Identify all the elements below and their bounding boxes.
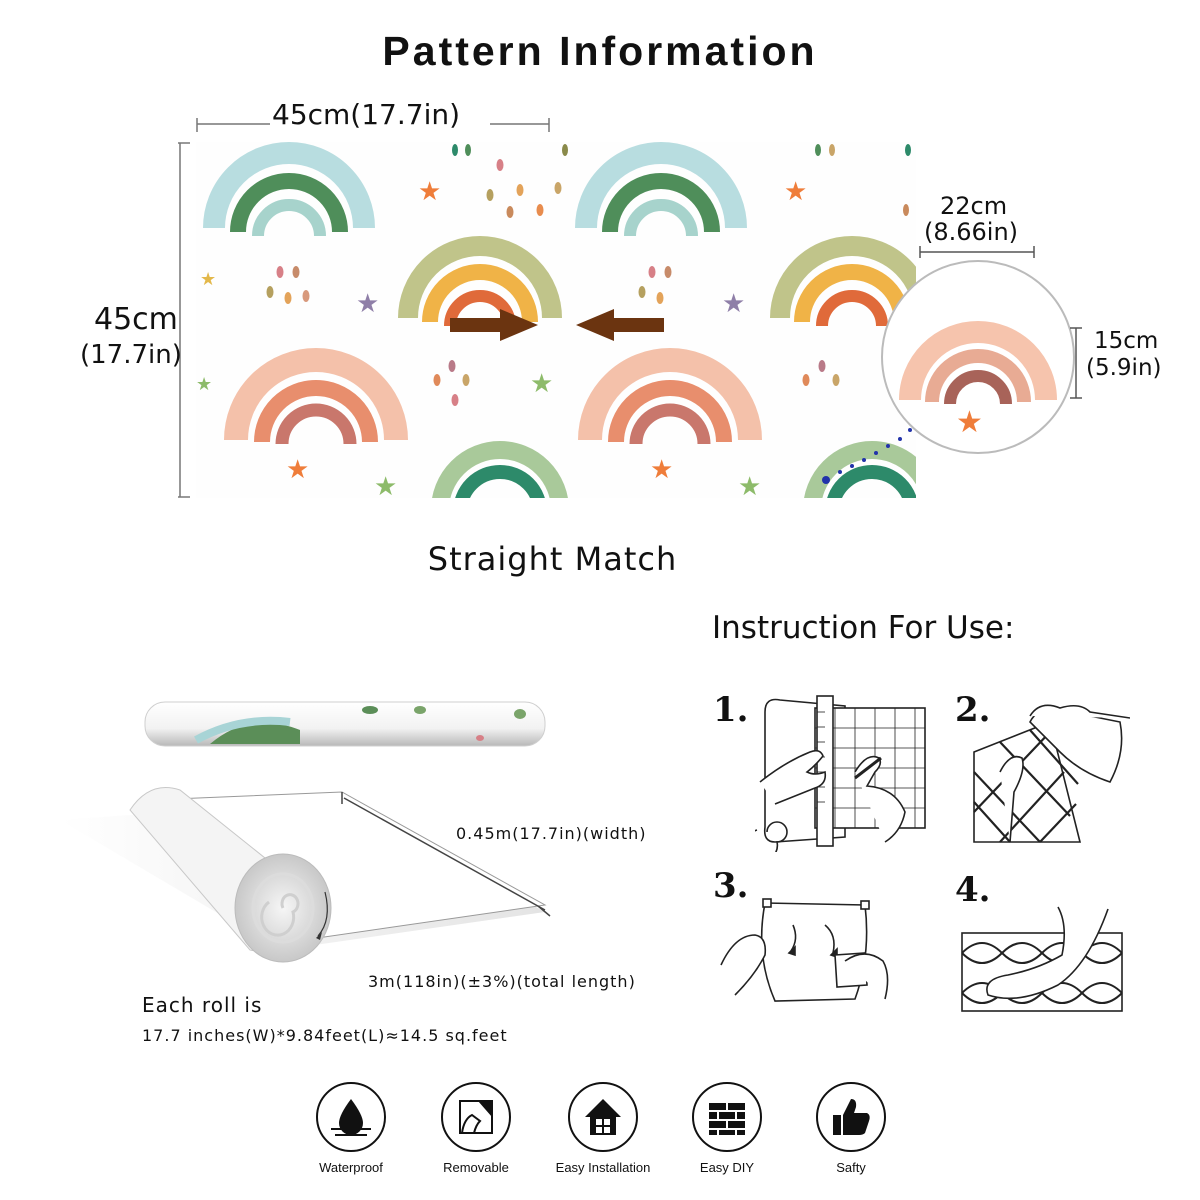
step-3-illustration [720, 898, 889, 1002]
height-bracket [178, 142, 190, 498]
rainbow-teal-2 [575, 142, 747, 237]
pattern-height-in: (17.7in) [80, 340, 182, 370]
closed-roll [144, 701, 546, 747]
pattern-preview: ★ ★ ★ ★ ★ ★ ★ ★ ★ ★ ★ [178, 118, 1082, 502]
stars: ★ ★ ★ ★ ★ ★ ★ ★ ★ ★ ★ [196, 177, 807, 502]
width-bracket [196, 118, 550, 132]
feature-easy-diy: Easy DIY [667, 1082, 787, 1175]
brick-wall-icon [692, 1082, 762, 1152]
peel-hand-icon [441, 1082, 511, 1152]
svg-text:★: ★ [956, 405, 983, 440]
rainbow-peach-2 [578, 348, 762, 445]
drops [266, 144, 911, 406]
svg-text:★: ★ [418, 177, 441, 207]
thumbs-up-icon [816, 1082, 886, 1152]
step-1-illustration [755, 695, 926, 852]
svg-text:★: ★ [784, 177, 807, 207]
feature-removable-label: Removable [443, 1160, 509, 1175]
svg-text:★: ★ [722, 289, 745, 319]
detail-width-cm: 22cm [940, 192, 1008, 220]
detail-width-bracket [919, 246, 1035, 258]
svg-text:★: ★ [650, 455, 673, 485]
rainbow-olive-2 [770, 236, 916, 327]
open-roll [60, 787, 551, 963]
house-icon [568, 1082, 638, 1152]
pattern-width-label: 45cm(17.7in) [272, 98, 461, 131]
rainbow-green-2 [804, 441, 916, 498]
svg-text:★: ★ [286, 455, 309, 485]
roll-width-label: 0.45m(17.7in)(width) [456, 824, 647, 843]
detail-width-in: (8.66in) [924, 218, 1019, 246]
rainbow-pattern: ★ ★ ★ ★ ★ ★ ★ ★ ★ ★ ★ [196, 142, 916, 502]
step-2-illustration [973, 704, 1130, 843]
rainbow-teal-1 [203, 142, 375, 237]
roll-illustration [60, 701, 551, 963]
roll-spec-label: 17.7 inches(W)*9.84feet(L)≈14.5 sq.feet [142, 1026, 508, 1045]
feature-easy-diy-label: Easy DIY [699, 1160, 755, 1175]
svg-text:★: ★ [374, 472, 397, 502]
step-1-number: 1. [713, 690, 749, 730]
step-4-illustration [961, 906, 1123, 1012]
svg-text:★: ★ [530, 369, 553, 399]
roll-length-label: 3m(118in)(±3%)(total length) [368, 972, 636, 991]
connector-dots [822, 428, 912, 484]
detail-height-bracket [1070, 327, 1082, 399]
detail-circle: ★ [881, 260, 1075, 454]
svg-text:★: ★ [200, 269, 216, 290]
water-drop-icon [316, 1082, 386, 1152]
each-roll-label: Each roll is [142, 993, 263, 1017]
step-3-number: 3. [713, 866, 749, 906]
match-arrows [450, 309, 664, 341]
instructions-title: Instruction For Use: [712, 610, 1015, 646]
feature-waterproof-label: Waterproof [319, 1160, 383, 1175]
step-2-number: 2. [955, 690, 991, 730]
rainbow-green-1 [432, 441, 568, 498]
svg-text:★: ★ [738, 472, 761, 502]
detail-height-in: (5.9in) [1086, 355, 1162, 381]
match-type-label: Straight Match [427, 540, 678, 578]
feature-easy-installation-label: Easy Installation [555, 1160, 651, 1175]
feature-safty: Safty [791, 1082, 911, 1175]
svg-text:★: ★ [356, 289, 379, 319]
page-title: Pattern Information [382, 28, 818, 74]
feature-easy-installation: Easy Installation [543, 1082, 663, 1175]
step-4-number: 4. [955, 870, 991, 910]
feature-waterproof: Waterproof [291, 1082, 411, 1175]
pattern-height-cm: 45cm [94, 302, 178, 337]
svg-text:★: ★ [196, 374, 212, 395]
rainbow-peach-1 [224, 348, 408, 445]
detail-height-cm: 15cm [1094, 328, 1159, 354]
feature-removable: Removable [416, 1082, 536, 1175]
feature-safty-label: Safty [836, 1160, 866, 1175]
